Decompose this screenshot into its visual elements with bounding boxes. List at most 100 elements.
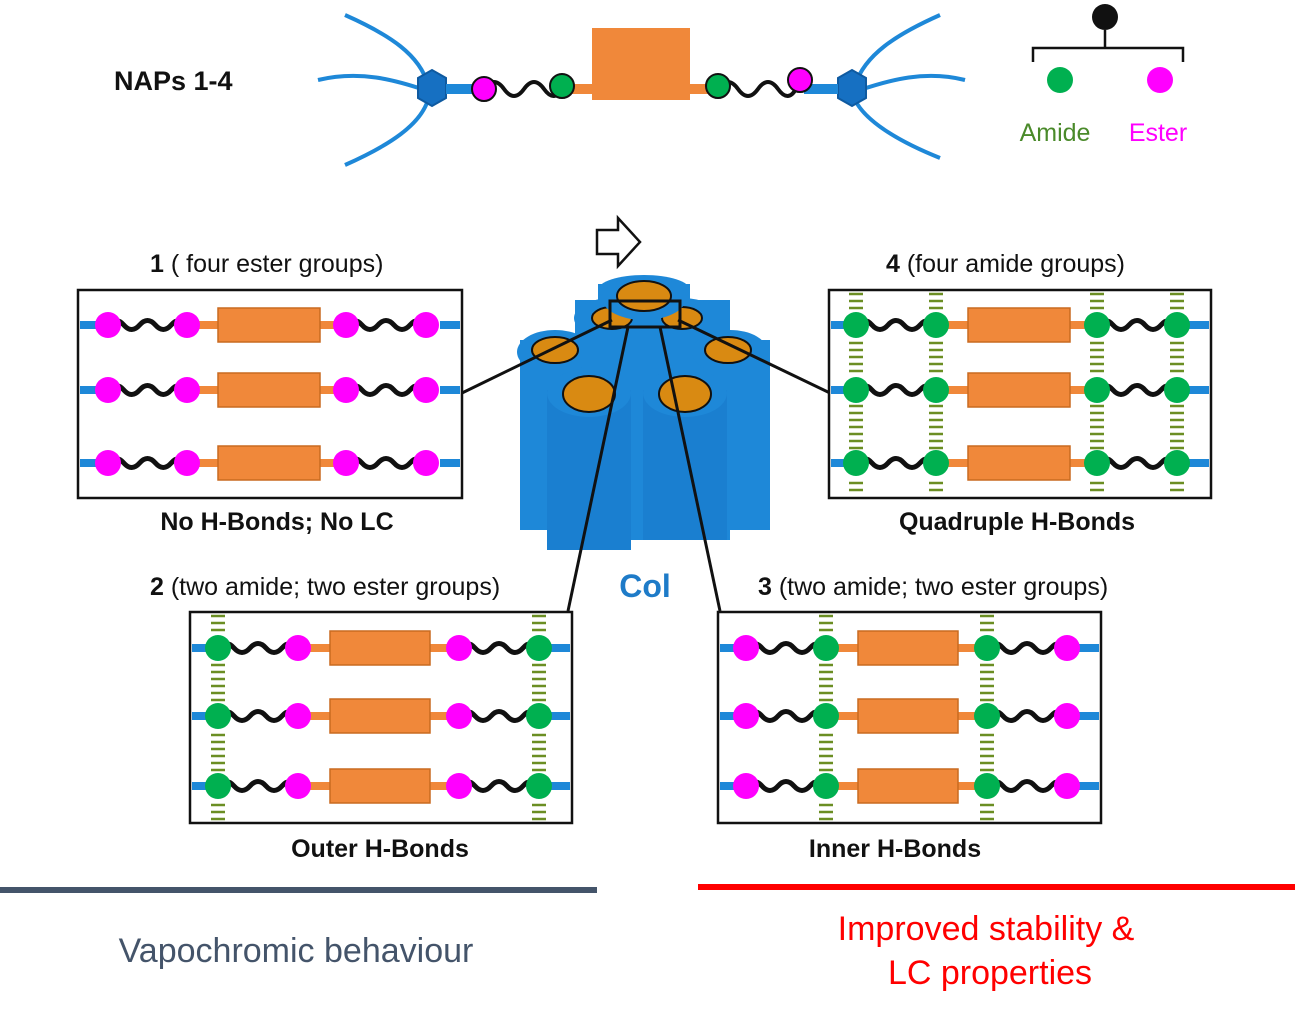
ester-dot-icon xyxy=(733,635,759,661)
aromatic-core xyxy=(857,768,959,804)
panel-4-description: (four amide groups) xyxy=(900,250,1125,278)
amide-dot-icon xyxy=(205,773,231,799)
column-bundle xyxy=(517,214,770,550)
aromatic-core xyxy=(217,445,321,481)
spacer-chain xyxy=(744,641,828,655)
spacer-chain xyxy=(985,641,1069,655)
aromatic-core xyxy=(967,307,1071,343)
ester-dot-icon xyxy=(95,377,121,403)
vapochromic-label: Vapochromic behaviour xyxy=(119,932,474,970)
ester-dot-icon xyxy=(174,377,200,403)
molecule-row xyxy=(192,768,570,804)
amide-dot-icon xyxy=(843,450,869,476)
improved-stability-label: Improved stability & xyxy=(838,910,1135,948)
panel-3-title: 3 (two amide; two ester groups) xyxy=(758,573,1108,601)
amide-dot-icon xyxy=(923,312,949,338)
alkyl-stub xyxy=(1189,459,1209,467)
panel-2-title: 2 (two amide; two ester groups) xyxy=(150,573,500,601)
aromatic-core xyxy=(329,768,431,804)
spacer-chain xyxy=(106,456,189,470)
ester-dot-icon xyxy=(413,450,439,476)
alkyl-stub xyxy=(550,644,570,652)
alkyl-stub xyxy=(192,712,212,720)
spacer-chain xyxy=(216,779,300,793)
alkyl-stub xyxy=(720,782,740,790)
alkyl-stub xyxy=(192,644,212,652)
amide-dot-icon xyxy=(526,773,552,799)
panel-3-box xyxy=(716,610,1103,825)
ester-dot-icon xyxy=(285,773,311,799)
amide-dot-icon xyxy=(1164,377,1190,403)
alkyl-stub xyxy=(440,386,460,394)
ester-dot-icon xyxy=(446,703,472,729)
aromatic-core xyxy=(329,630,431,666)
legend: Amide Ester xyxy=(1020,4,1187,147)
aromatic-core xyxy=(857,630,959,666)
amide-dot-icon xyxy=(813,703,839,729)
amide-dot-icon xyxy=(1164,312,1190,338)
ester-dot-icon xyxy=(733,773,759,799)
panel-3-number: 3 xyxy=(758,573,772,601)
alkyl-stub xyxy=(1079,644,1099,652)
ester-dot-icon xyxy=(174,450,200,476)
amide-dot-icon xyxy=(923,450,949,476)
spacer-chain xyxy=(216,641,300,655)
panel-1-number: 1 xyxy=(150,250,164,278)
amide-dot-icon xyxy=(1084,377,1110,403)
panel-4-title: 4 (four amide groups) xyxy=(886,250,1125,278)
spacer-chain xyxy=(457,779,541,793)
amide-dot-icon xyxy=(813,773,839,799)
panel-2-box xyxy=(188,610,574,825)
spacer-chain xyxy=(854,456,938,470)
alkyl-stub xyxy=(80,386,100,394)
panel-2-description: (two amide; two ester groups) xyxy=(164,573,500,601)
panel-2-number: 2 xyxy=(150,573,164,601)
spacer-chain xyxy=(457,641,541,655)
ester-dot-icon xyxy=(1147,67,1173,93)
spacer-chain xyxy=(985,709,1069,723)
molecule-row xyxy=(80,372,460,408)
amide-dot-icon xyxy=(813,635,839,661)
figure-title: NAPs 1-4 xyxy=(114,66,233,96)
molecule-row xyxy=(831,445,1209,481)
alkyl-stub xyxy=(1079,712,1099,720)
amide-dot-icon xyxy=(974,703,1000,729)
aromatic-core xyxy=(967,372,1071,408)
aromatic-core xyxy=(967,445,1071,481)
spacer-chain xyxy=(344,318,428,332)
amide-dot-icon xyxy=(923,377,949,403)
ester-dot-icon xyxy=(333,377,359,403)
spacer-chain xyxy=(106,383,189,397)
ester-dot-icon xyxy=(413,377,439,403)
alkyl-stub xyxy=(831,321,851,329)
alkyl-stub xyxy=(550,782,570,790)
amide-dot-icon xyxy=(843,312,869,338)
panel-4-box xyxy=(827,288,1213,500)
ester-dot-icon xyxy=(333,312,359,338)
amide-dot-icon xyxy=(1084,450,1110,476)
spacer-chain xyxy=(854,318,938,332)
molecule-row xyxy=(720,698,1099,734)
molecule-schematic xyxy=(317,13,966,167)
ester-dot-icon xyxy=(1054,773,1080,799)
molecule-row xyxy=(831,372,1209,408)
amide-dot-icon xyxy=(843,377,869,403)
legend-ester-label: Ester xyxy=(1129,119,1187,147)
molecule-row xyxy=(80,445,460,481)
spacer-chain xyxy=(106,318,189,332)
ester-dot-icon xyxy=(95,312,121,338)
alkyl-stub xyxy=(720,644,740,652)
panel-1-description: ( four ester groups) xyxy=(164,250,384,278)
ester-dot-icon xyxy=(733,703,759,729)
lc-properties-label: LC properties xyxy=(888,954,1092,992)
aromatic-core xyxy=(217,307,321,343)
amide-dot-icon xyxy=(1047,67,1073,93)
ester-dot-icon xyxy=(285,635,311,661)
connector-lines xyxy=(461,318,831,612)
alkyl-stub xyxy=(550,712,570,720)
legend-amide-label: Amide xyxy=(1020,119,1091,147)
panel-3-description: (two amide; two ester groups) xyxy=(772,573,1108,601)
amide-dot-icon xyxy=(974,635,1000,661)
alkyl-stub xyxy=(80,321,100,329)
